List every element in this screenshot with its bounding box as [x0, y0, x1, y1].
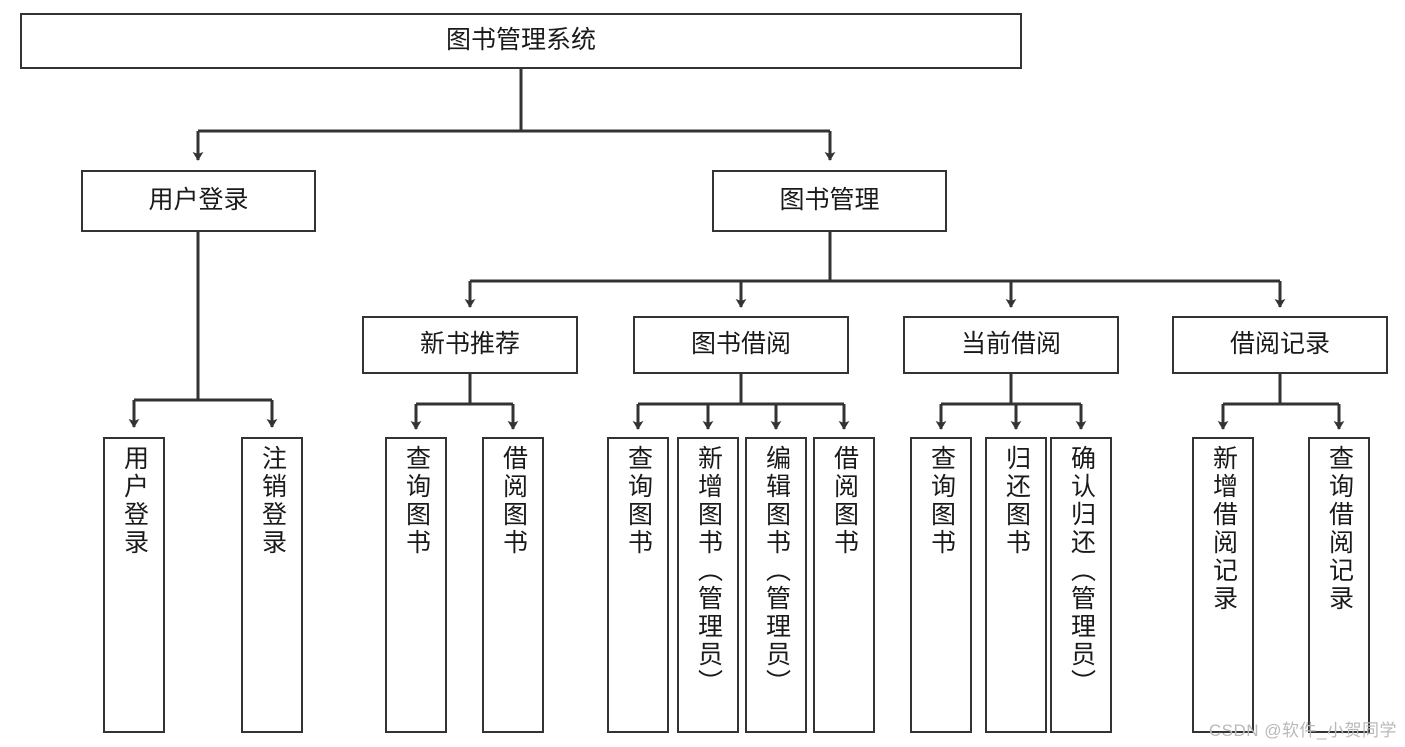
node-leaf-borrow-book-2[interactable]: 借阅图书: [813, 437, 875, 733]
node-leaf-borrow-book-1[interactable]: 借阅图书: [482, 437, 544, 733]
node-user-login-label: 用户登录: [148, 186, 249, 215]
node-leaf-query-book-1-label: 查询图书: [402, 445, 431, 557]
node-leaf-user-login[interactable]: 用户登录: [103, 437, 165, 733]
node-leaf-query-book-3-label: 查询图书: [927, 445, 956, 557]
node-leaf-return-book-label: 归还图书: [1002, 445, 1031, 557]
node-root-label: 图书管理系统: [445, 26, 596, 55]
node-leaf-logout-login-label: 注销登录: [258, 445, 287, 557]
node-book-borrow-label: 图书借阅: [690, 330, 791, 359]
node-new-book-recommend-label: 新书推荐: [419, 330, 520, 359]
node-leaf-query-book-3[interactable]: 查询图书: [910, 437, 972, 733]
node-leaf-query-book-2-label: 查询图书: [624, 445, 653, 557]
node-leaf-borrow-book-1-label: 借阅图书: [499, 445, 528, 557]
node-leaf-confirm-return-admin-label: 确认归还（管理员）: [1067, 445, 1096, 697]
node-leaf-logout-login[interactable]: 注销登录: [241, 437, 303, 733]
node-current-borrow[interactable]: 当前借阅: [903, 316, 1119, 374]
node-leaf-return-book[interactable]: 归还图书: [985, 437, 1047, 733]
node-leaf-user-login-label: 用户登录: [120, 445, 149, 557]
node-leaf-confirm-return-admin[interactable]: 确认归还（管理员）: [1050, 437, 1112, 733]
node-leaf-query-borrow-record-label: 查询借阅记录: [1325, 445, 1354, 613]
node-leaf-add-borrow-record-label: 新增借阅记录: [1209, 445, 1238, 613]
node-book-manage[interactable]: 图书管理: [712, 170, 947, 232]
node-user-login[interactable]: 用户登录: [81, 170, 316, 232]
node-leaf-query-book-1[interactable]: 查询图书: [385, 437, 447, 733]
node-leaf-add-book-admin-label: 新增图书（管理员）: [694, 445, 723, 697]
node-leaf-query-book-2[interactable]: 查询图书: [607, 437, 669, 733]
csdn-watermark: CSDN @软件_小贺同学: [1208, 721, 1397, 740]
node-book-manage-label: 图书管理: [779, 186, 880, 215]
node-leaf-edit-book-admin-label: 编辑图书（管理员）: [762, 445, 791, 697]
node-root[interactable]: 图书管理系统: [20, 13, 1022, 69]
node-leaf-add-book-admin[interactable]: 新增图书（管理员）: [677, 437, 739, 733]
node-borrow-record-label: 借阅记录: [1229, 330, 1330, 359]
node-new-book-recommend[interactable]: 新书推荐: [362, 316, 578, 374]
node-leaf-borrow-book-2-label: 借阅图书: [830, 445, 859, 557]
node-leaf-edit-book-admin[interactable]: 编辑图书（管理员）: [745, 437, 807, 733]
node-leaf-add-borrow-record[interactable]: 新增借阅记录: [1192, 437, 1254, 733]
node-book-borrow[interactable]: 图书借阅: [633, 316, 849, 374]
node-leaf-query-borrow-record[interactable]: 查询借阅记录: [1308, 437, 1370, 733]
node-borrow-record[interactable]: 借阅记录: [1172, 316, 1388, 374]
node-current-borrow-label: 当前借阅: [960, 330, 1061, 359]
